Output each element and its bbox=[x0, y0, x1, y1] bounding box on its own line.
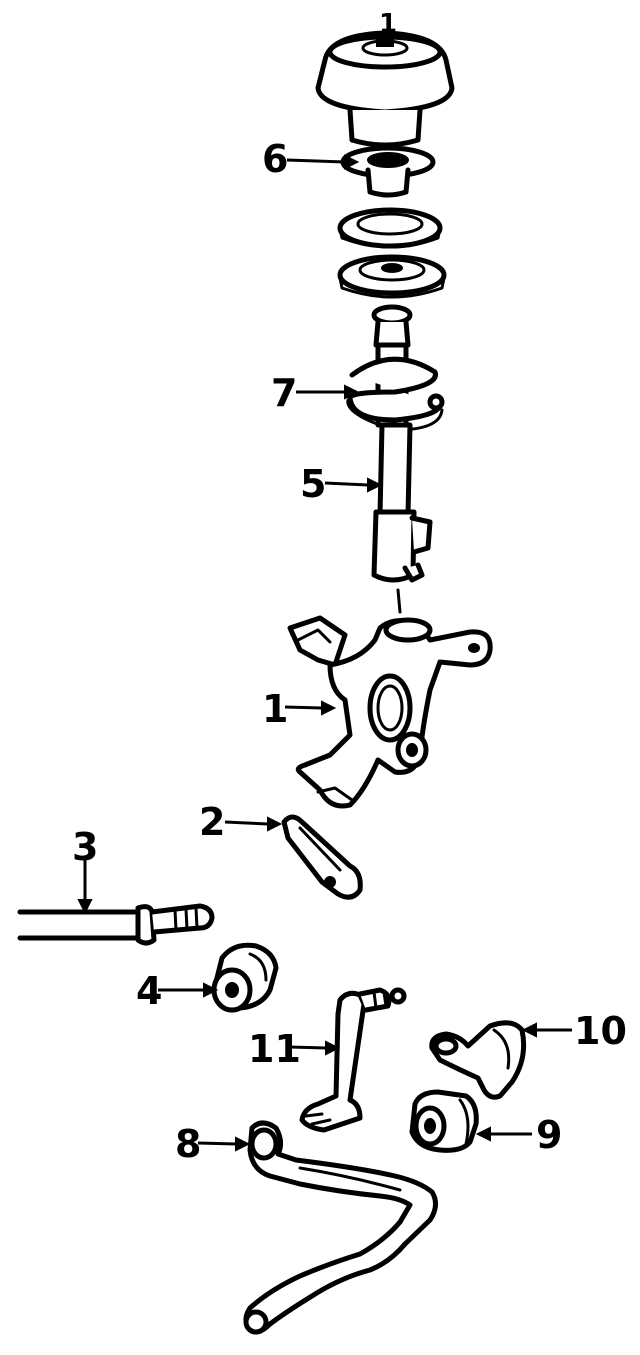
upper-seat bbox=[340, 145, 436, 198]
bump-stop bbox=[371, 304, 413, 351]
steering-knuckle bbox=[287, 615, 493, 809]
callout-tie-rod-end: 2 bbox=[199, 800, 225, 844]
callout-leaders bbox=[77, 30, 572, 1152]
callout-strut: 5 bbox=[300, 462, 326, 506]
strut-mount bbox=[315, 30, 455, 148]
bearing-plate bbox=[337, 207, 443, 249]
callout-top-mount: 1 bbox=[379, 9, 397, 39]
callout-upper-seat: 6 bbox=[262, 137, 288, 181]
callout-bushing: 4 bbox=[136, 969, 162, 1013]
spring-seat bbox=[337, 254, 447, 299]
strut-body bbox=[371, 422, 433, 614]
bracket bbox=[429, 1020, 527, 1100]
callout-bar-bushing: 9 bbox=[536, 1113, 562, 1157]
stabilizer-bar bbox=[243, 1120, 438, 1335]
callout-stabilizer-bar-lower: 8 bbox=[175, 1122, 201, 1166]
bar-bushing bbox=[409, 1089, 479, 1153]
stabilizer-bar-end bbox=[17, 903, 215, 946]
callout-stabilizer-bar: 3 bbox=[72, 825, 98, 869]
callout-stabilizer-link: 11 bbox=[248, 1027, 301, 1071]
coil-spring bbox=[346, 342, 445, 432]
callout-knuckle: 1 bbox=[262, 687, 288, 731]
callout-bracket: 10 bbox=[574, 1009, 627, 1053]
tie-rod-end bbox=[281, 814, 363, 900]
bushing bbox=[211, 942, 279, 1013]
stabilizer-link bbox=[299, 987, 407, 1133]
callout-coil-spring: 7 bbox=[271, 371, 297, 415]
